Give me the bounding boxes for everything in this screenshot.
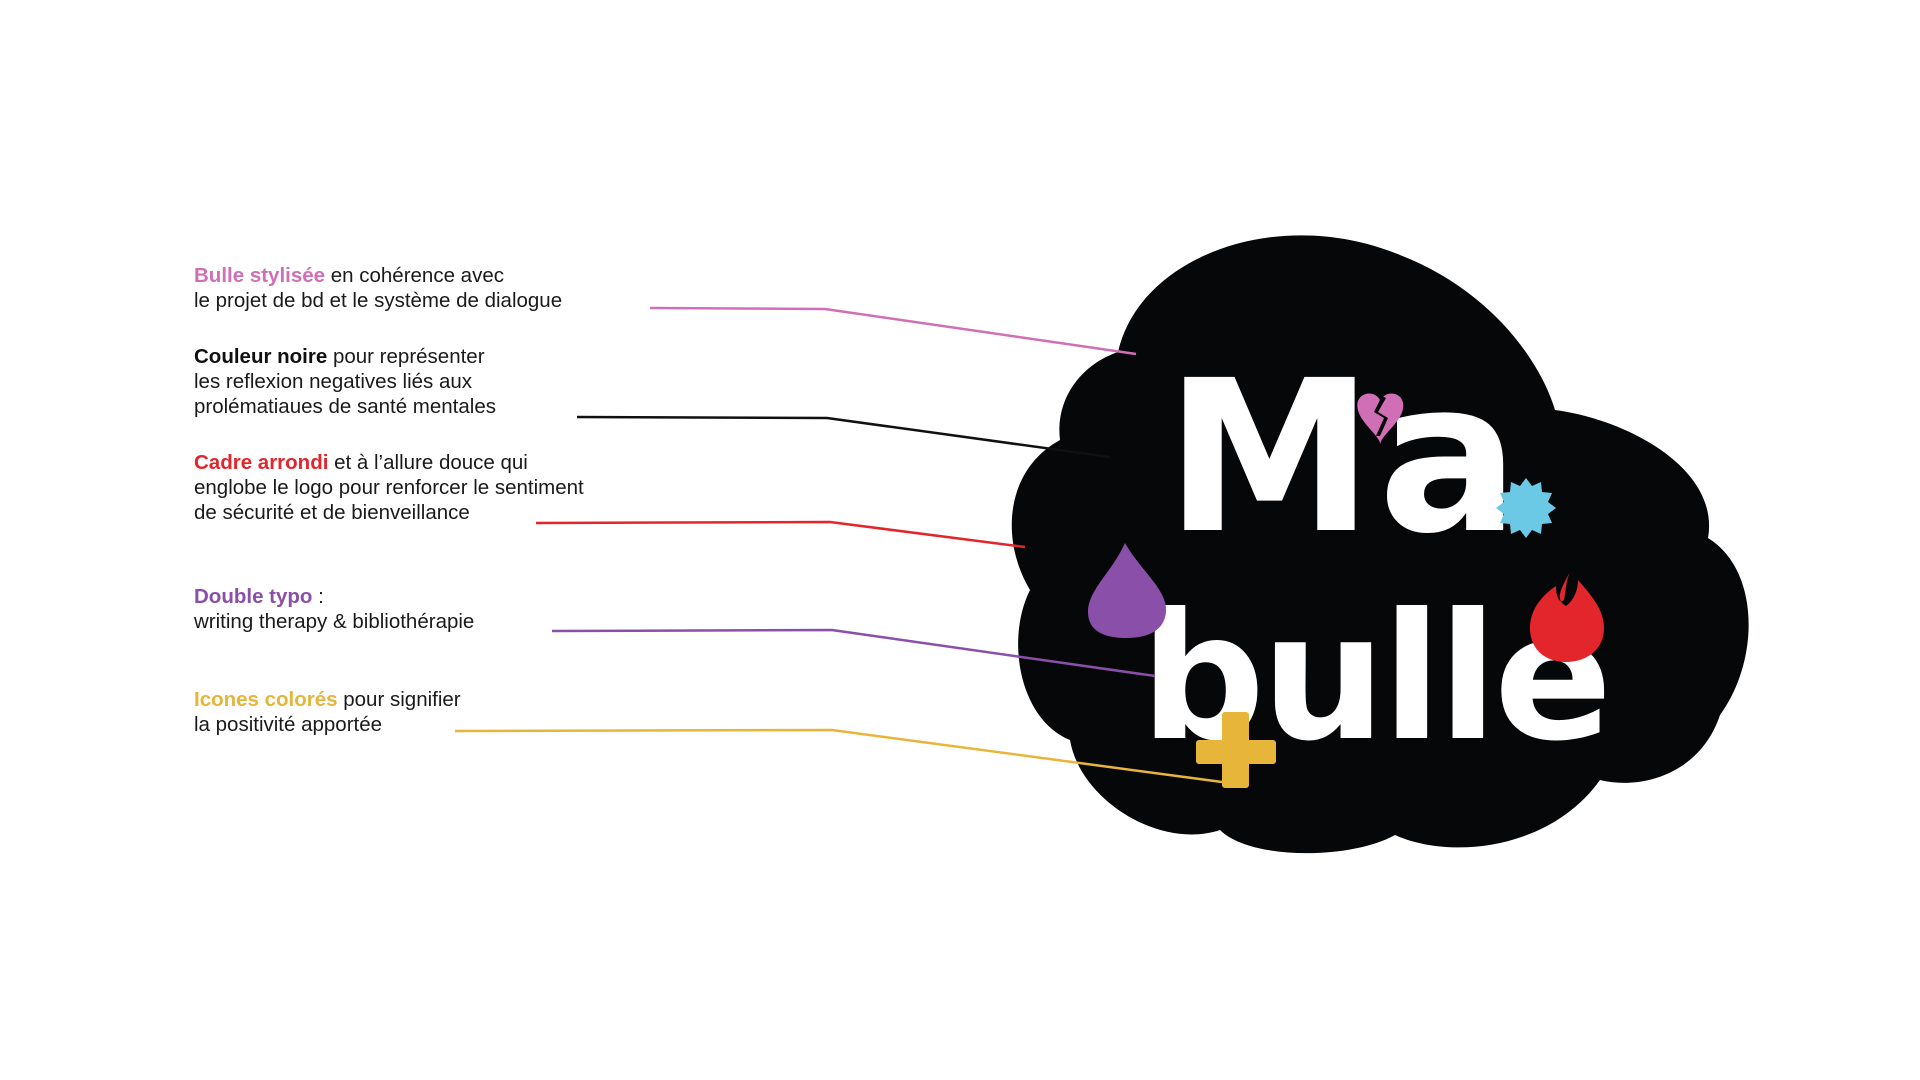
connector-icones-colores [454, 728, 1223, 784]
flame-icon [1530, 572, 1604, 662]
annotation-line: la positivité apportée [194, 713, 383, 736]
annotation-double-typo: Double typo : writing therapy & biblioth… [194, 584, 474, 634]
drop-icon [1088, 543, 1167, 638]
annotation-text: et à l’allure douce qui [328, 451, 528, 474]
annotation-cadre-arrondi: Cadre arrondi et à l’allure douce qui en… [194, 450, 584, 525]
annotation-couleur-noire: Couleur noire pour représenter les refle… [194, 344, 496, 419]
connector-bulle-stylisee [649, 306, 1137, 356]
annotation-line: writing therapy & bibliothérapie [194, 610, 475, 633]
annotation-line: de sécurité et de bienveillance [194, 501, 470, 524]
annotation-line: englobe le logo pour renforcer le sentim… [194, 476, 584, 499]
annotation-highlight: Cadre arrondi [194, 451, 329, 474]
annotation-text: : [312, 585, 324, 608]
logo-word-ma: Ma [1165, 335, 1524, 580]
connector-double-typo [551, 628, 1156, 678]
annotation-highlight: Icones colorés [194, 688, 338, 711]
annotation-highlight: Couleur noire [194, 345, 328, 368]
annotation-line: prolématiaues de santé mentales [194, 395, 496, 418]
plus-icon [1196, 712, 1276, 788]
annotation-line: le projet de bd et le système de dialogu… [194, 289, 563, 312]
annotation-highlight: Bulle stylisée [194, 264, 326, 287]
annotation-text: pour signifier [337, 688, 461, 711]
annotation-highlight: Double typo [194, 585, 313, 608]
sun-badge-icon [1496, 478, 1556, 538]
annotation-icones-colores: Icones colorés pour signifier la positiv… [194, 687, 461, 737]
broken-heart-icon [1357, 393, 1404, 445]
connector-cadre-arrondi [535, 520, 1026, 549]
cloud-bubble [1011, 235, 1749, 854]
annotation-line: les reflexion negatives liés aux [194, 370, 473, 393]
annotation-text: pour représenter [327, 345, 485, 368]
annotation-bulle-stylisee: Bulle stylisée en cohérence avec le proj… [194, 263, 562, 313]
connector-couleur-noire [576, 415, 1111, 459]
annotation-text: en cohérence avec [325, 264, 504, 287]
